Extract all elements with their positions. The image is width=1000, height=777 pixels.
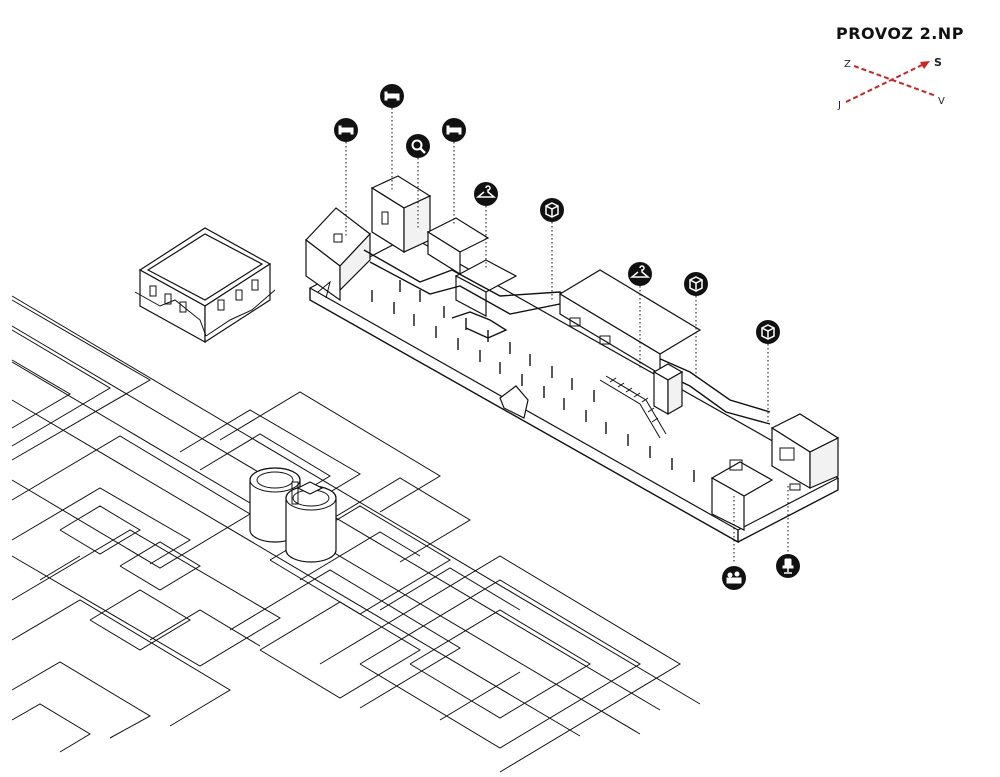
- bed-icon: [442, 118, 466, 142]
- compass-arrowhead: [920, 61, 930, 69]
- compass-label-z: Z: [844, 59, 851, 70]
- chair-icon: [776, 554, 800, 578]
- compass-label-j: J: [837, 100, 841, 111]
- box-icon: [540, 198, 564, 222]
- hanger-icon: [474, 182, 498, 206]
- search-icon: [406, 134, 430, 158]
- people-icon: [722, 566, 746, 590]
- compass-label-s: S: [934, 56, 942, 69]
- leader-lines: [345, 108, 789, 564]
- box-icon: [756, 320, 780, 344]
- bed-icon: [380, 84, 404, 108]
- ground-pattern: [11, 295, 701, 773]
- box-icon: [684, 272, 708, 296]
- silos: [249, 467, 337, 563]
- compass: Z S J V: [837, 56, 945, 111]
- compass-z-v-line: [853, 65, 937, 97]
- main-building: [305, 175, 840, 544]
- small-house: [134, 227, 276, 344]
- hanger-icon: [628, 262, 652, 286]
- bed-icon: [334, 118, 358, 142]
- page-title: PROVOZ 2.NP: [836, 24, 964, 43]
- compass-label-v: V: [938, 96, 945, 107]
- compass-j-s-line: [845, 63, 925, 103]
